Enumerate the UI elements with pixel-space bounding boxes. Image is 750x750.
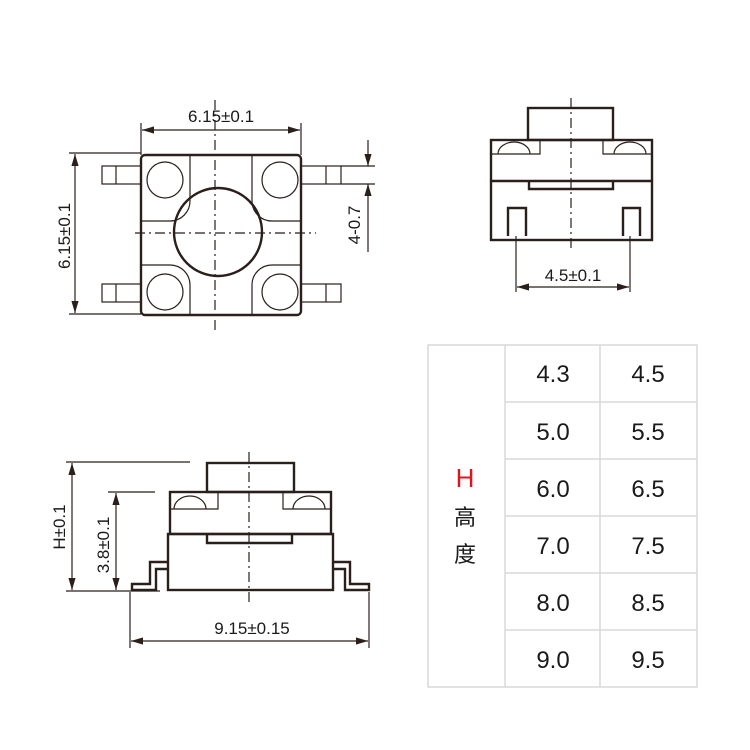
table-cell: 5.0 xyxy=(536,419,569,446)
table-cell: 6.0 xyxy=(536,476,569,503)
table-cell: 8.5 xyxy=(631,590,664,617)
height-label: H xyxy=(456,463,475,493)
height-label-cn-1: 高 xyxy=(454,506,476,531)
table-cell: 7.5 xyxy=(631,533,664,560)
body-height-dim: 3.8±0.1 xyxy=(94,517,113,574)
table-cell: 6.5 xyxy=(631,476,664,503)
table-cell: 4.5 xyxy=(631,361,664,388)
table-row: 5.0 5.5 xyxy=(536,419,664,446)
length-dim: 9.15±0.15 xyxy=(214,619,290,638)
side-view-front: H±0.1 3.8±0.1 9.15±0.15 xyxy=(50,452,371,648)
top-width-dim: 6.15±0.1 xyxy=(188,107,254,126)
corner-pads xyxy=(141,155,301,315)
table-cell: 8.0 xyxy=(536,590,569,617)
total-height-dim: H±0.1 xyxy=(50,504,69,549)
table-row: 6.0 6.5 xyxy=(536,476,664,503)
top-view: 6.15±0.1 6.15±0.1 4-0.7 xyxy=(55,100,375,330)
pin-width-dim: 4-0.7 xyxy=(345,206,364,245)
table-cell: 9.0 xyxy=(536,647,569,674)
top-height-dim: 6.15±0.1 xyxy=(55,203,74,269)
table-row: 4.3 4.5 xyxy=(536,361,664,388)
pins xyxy=(101,165,342,303)
table-cell: 5.5 xyxy=(631,419,664,446)
height-label-cn-2: 度 xyxy=(454,543,476,568)
table-row: 7.0 7.5 xyxy=(536,533,664,560)
pin-span-dim: 4.5±0.1 xyxy=(545,266,602,285)
height-table: H 高 度 4.3 4.5 5.0 5.5 6.0 6.5 7.0 7.5 8.… xyxy=(427,344,698,688)
table-cell: 9.5 xyxy=(631,647,664,674)
table-row: 9.0 9.5 xyxy=(536,647,664,674)
side-view-right: 4.5±0.1 xyxy=(489,98,654,292)
table-cell: 7.0 xyxy=(536,533,569,560)
table-row: 8.0 8.5 xyxy=(536,590,664,617)
table-cell: 4.3 xyxy=(536,361,569,388)
